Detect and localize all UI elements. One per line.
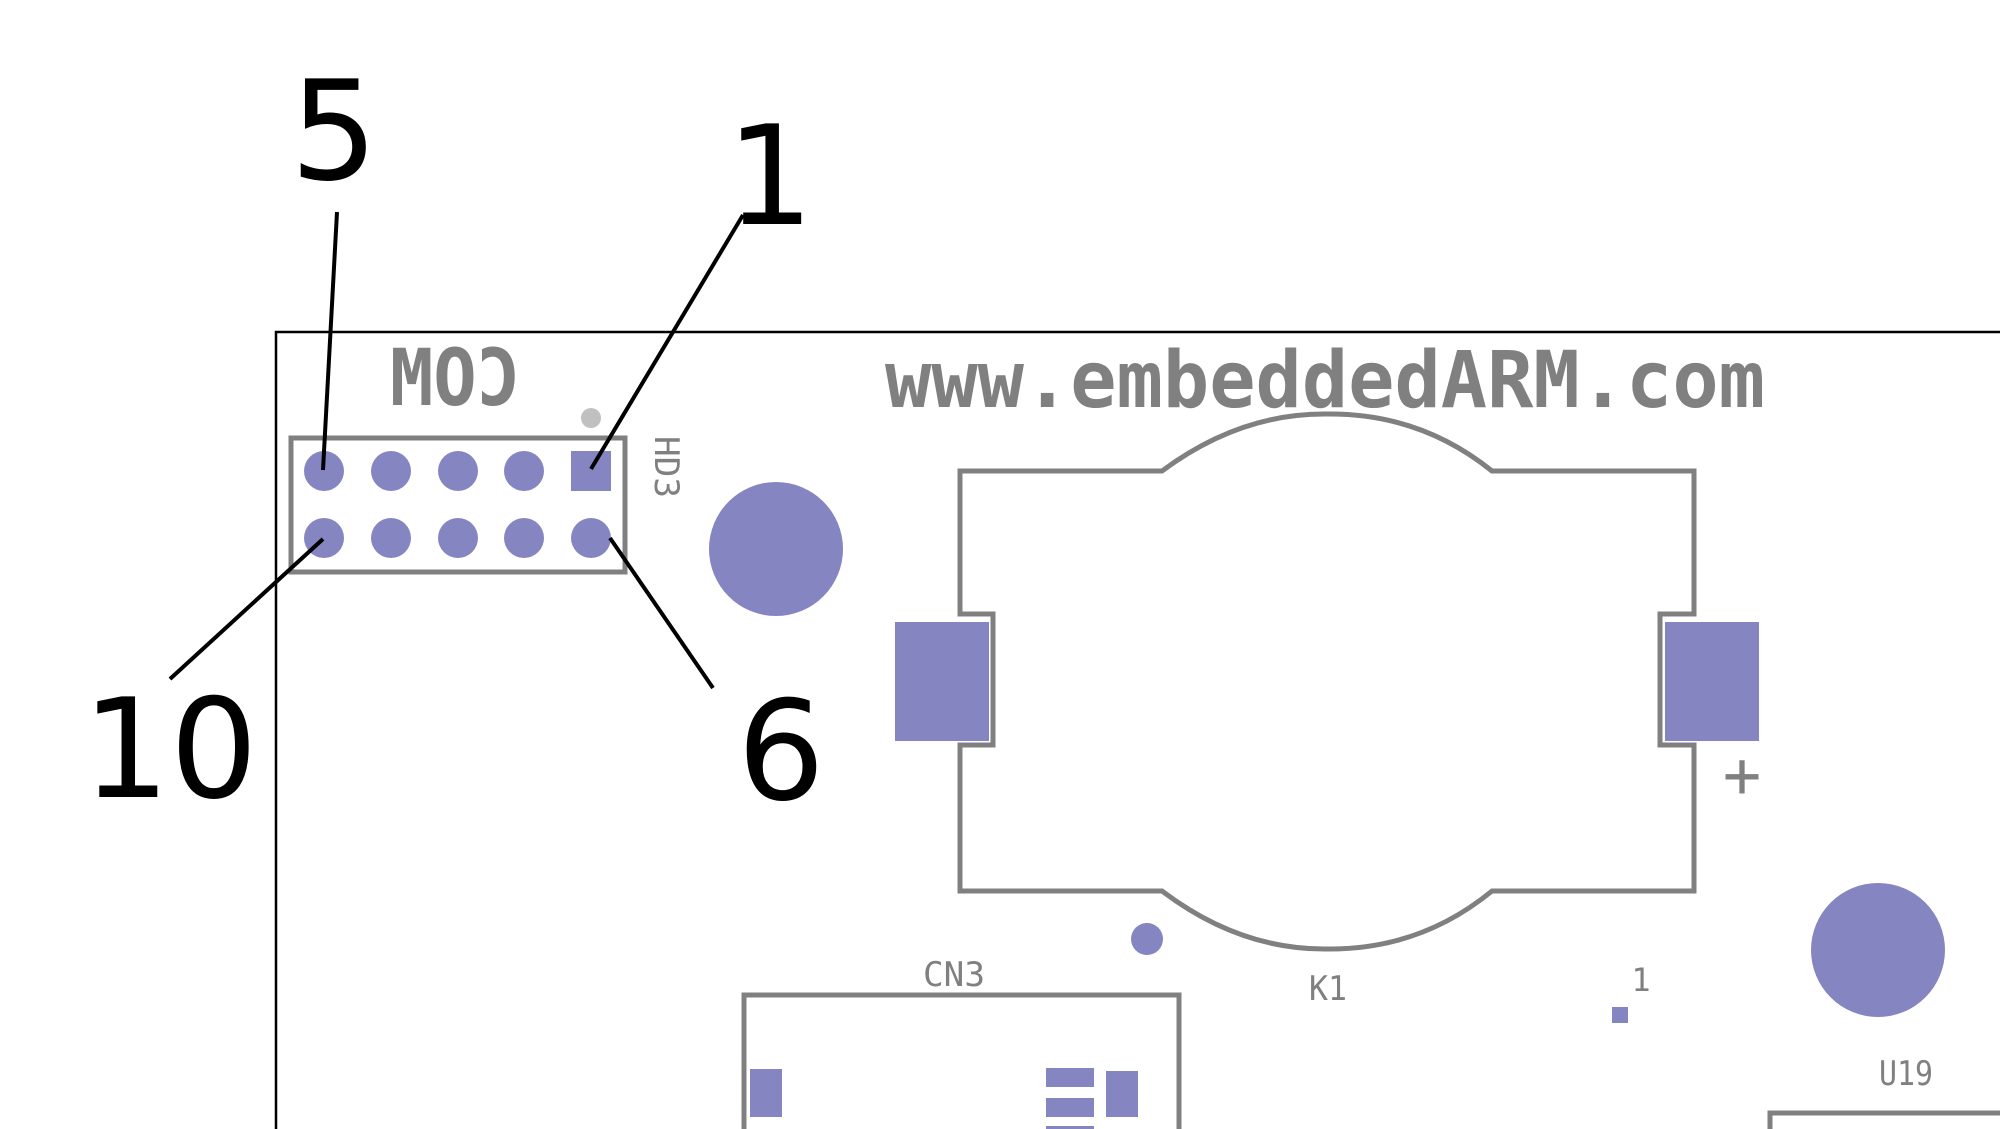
pad — [504, 451, 544, 491]
pad-square-pin1 — [571, 451, 611, 491]
chip-pin1-label: 1 — [1631, 961, 1650, 999]
header-pads — [304, 451, 611, 558]
chip-ref-label: U19 — [1879, 1054, 1933, 1094]
board-outline — [274, 330, 2000, 1129]
connector-pad — [1046, 1098, 1094, 1117]
battery-pad-left — [895, 622, 989, 741]
mounting-hole-right — [1811, 883, 1945, 1017]
battery-pad-right — [1665, 622, 1759, 741]
pad — [371, 451, 411, 491]
connector-pad — [1106, 1071, 1138, 1117]
callout-line-pin6 — [608, 536, 715, 690]
connector-pad — [1046, 1068, 1094, 1087]
pad — [304, 451, 344, 491]
callout-line-pin10 — [168, 537, 325, 681]
chip-outline — [1767, 1110, 2000, 1129]
com-label: COM — [390, 334, 520, 424]
pad — [371, 518, 411, 558]
header-ref-label: HD3 — [646, 436, 686, 498]
via — [1131, 923, 1163, 955]
mounting-hole — [709, 482, 843, 616]
connector-pad — [750, 1069, 782, 1117]
callout-label-pin6: 6 — [737, 671, 825, 832]
battery-holder-outline — [957, 411, 1697, 952]
header-outline — [288, 435, 628, 575]
pad — [504, 518, 544, 558]
callout-label-pin10: 10 — [82, 669, 258, 830]
url-label: www.embeddedARM.com — [885, 336, 1765, 426]
callout-line-pin5 — [321, 211, 339, 471]
battery-plus-sign: + — [1723, 739, 1762, 813]
pad — [571, 518, 611, 558]
battery-ref-label: K1 — [1309, 969, 1347, 1009]
chip-pin1-pad — [1612, 1007, 1628, 1023]
connector-ref-label: CN3 — [923, 955, 985, 995]
pad — [438, 518, 478, 558]
connector-outline — [741, 992, 1182, 1129]
pad — [438, 451, 478, 491]
connector-pad — [1046, 1126, 1094, 1129]
callout-label-pin1: 1 — [726, 96, 814, 257]
callout-line-pin1 — [589, 213, 745, 471]
header-marker-dot — [581, 408, 601, 428]
callout-label-pin5: 5 — [290, 51, 378, 212]
